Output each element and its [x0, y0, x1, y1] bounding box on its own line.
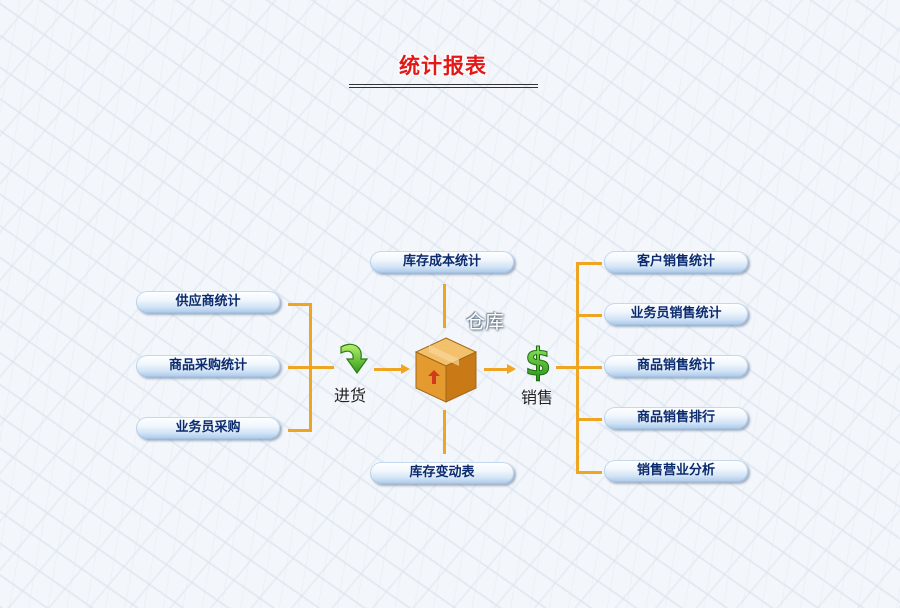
- green-curved-arrow-icon: [340, 343, 369, 375]
- box-icon: [414, 337, 478, 403]
- connector-line: [309, 303, 312, 432]
- product-sales-ranking-button[interactable]: 商品销售排行: [604, 407, 748, 429]
- customer-sales-stats-button[interactable]: 客户销售统计: [604, 251, 748, 273]
- salesperson-purchase-button[interactable]: 业务员采购: [136, 417, 280, 439]
- connector-line: [443, 410, 446, 454]
- supplier-stats-button[interactable]: 供应商统计: [136, 291, 280, 313]
- title-underline-2: [349, 87, 538, 88]
- connector-line: [288, 303, 312, 306]
- svg-text:$: $: [525, 340, 551, 382]
- connector-line: [288, 366, 312, 369]
- arrow-right-icon: [507, 364, 516, 374]
- connector-line: [443, 284, 446, 328]
- connector-line: [484, 368, 508, 371]
- connector-line: [312, 366, 334, 369]
- product-purchase-stats-button[interactable]: 商品采购统计: [136, 355, 280, 377]
- sales-label: 销售: [521, 388, 554, 407]
- warehouse-label: 仓库: [466, 311, 505, 333]
- purchase-label: 进货: [334, 386, 367, 405]
- connector-line: [288, 429, 312, 432]
- sales-business-analysis-button[interactable]: 销售营业分析: [604, 460, 748, 482]
- connector-line: [576, 418, 602, 421]
- arrow-right-icon: [401, 364, 410, 374]
- connector-line: [576, 471, 602, 474]
- connector-line: [576, 366, 602, 369]
- connector-line: [576, 262, 602, 265]
- connector-line: [374, 368, 402, 371]
- connector-line: [576, 314, 602, 317]
- salesperson-sales-stats-button[interactable]: 业务员销售统计: [604, 303, 748, 325]
- title-underline: [349, 84, 538, 85]
- connector-line: [556, 366, 578, 369]
- dollar-icon: $: [524, 340, 551, 382]
- product-sales-stats-button[interactable]: 商品销售统计: [604, 355, 748, 377]
- page-title: 统计报表: [399, 54, 487, 78]
- inventory-cost-stats-button[interactable]: 库存成本统计: [370, 251, 514, 273]
- inventory-change-table-button[interactable]: 库存变动表: [370, 462, 514, 484]
